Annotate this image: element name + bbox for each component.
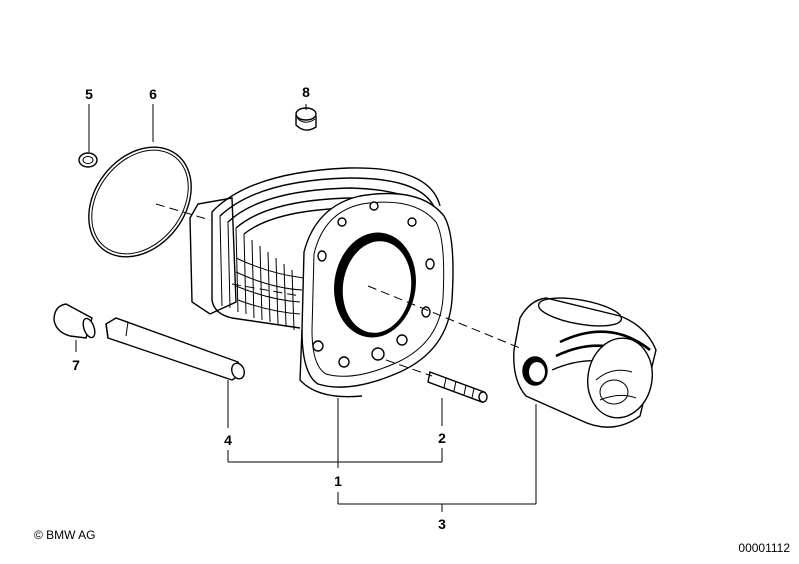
part-2-stud[interactable] (427, 371, 488, 403)
leader-lines (75, 104, 537, 512)
callout-2: 2 (438, 430, 446, 446)
callout-3: 3 (438, 516, 446, 532)
callout-5: 5 (85, 86, 93, 102)
callout-4: 4 (224, 432, 232, 448)
assembly-center-lines (155, 203, 521, 377)
callout-6: 6 (149, 86, 157, 102)
part-7-circlip[interactable] (53, 303, 97, 339)
callout-1: 1 (334, 473, 342, 489)
callout-7: 7 (72, 357, 80, 373)
callout-8: 8 (302, 84, 310, 100)
part-8-dowel-sleeve[interactable] (295, 107, 317, 131)
part-6-o-ring[interactable] (68, 127, 213, 277)
part-3-piston[interactable] (513, 293, 659, 428)
copyright-label: © BMW AG (34, 528, 96, 542)
drawing-number: 00001112 (738, 541, 790, 555)
part-1-cylinder[interactable] (189, 167, 454, 398)
part-4-wrist-pin[interactable] (105, 317, 246, 381)
part-5-sealing-ring[interactable] (78, 152, 98, 168)
